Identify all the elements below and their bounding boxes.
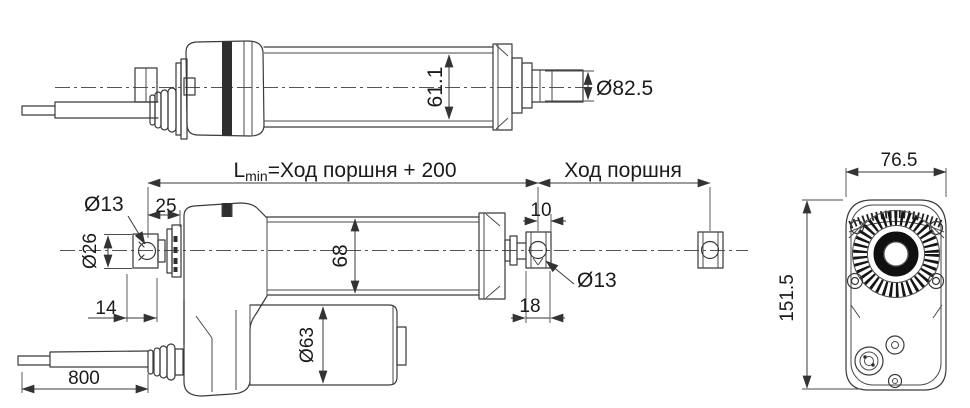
dim-front-pin-to-face-10: 10 — [523, 200, 566, 233]
dim-rear-pin-hole: Ø13 — [84, 193, 146, 245]
front-clevis-width-label: 18 — [519, 296, 540, 317]
top-view-cable-gland — [149, 58, 196, 140]
dim-tube-diameter-68: 68 — [329, 218, 360, 294]
front-view-mounting-plates — [166, 224, 182, 278]
dim-body-width: 76.5 — [845, 150, 947, 197]
front-view-rear-clevis — [132, 233, 166, 269]
dim-motor-diameter: Ø63 — [297, 306, 328, 384]
housing-black-band — [222, 41, 232, 136]
top-view-end-cap — [492, 43, 533, 131]
body-height-label: 151.5 — [777, 274, 798, 322]
front-view-gear-housing — [183, 202, 268, 397]
extended-pin-hole — [700, 240, 720, 260]
rear-offset-label: 25 — [155, 196, 176, 217]
piston-stroke-label: Ход поршня — [564, 159, 682, 182]
dim-front-pin-hole: Ø13 — [545, 260, 617, 292]
front-pin-hole-label: Ø13 — [577, 269, 617, 292]
side-view: 76.5 151.5 — [777, 150, 947, 391]
dim-rear-pin-to-face-14: 14 — [88, 274, 158, 323]
front-view-motor — [249, 304, 407, 386]
side-view-corner-ears — [848, 219, 945, 239]
body-width-label: 76.5 — [881, 150, 918, 171]
top-view: 61.1 Ø82.5 — [21, 40, 653, 140]
bearing-ring — [873, 231, 919, 277]
rear-pin-to-face-label: 14 — [95, 298, 117, 319]
front-view-cable — [17, 350, 149, 368]
dim-body-height: 151.5 — [777, 199, 862, 390]
dim-front-clevis-width-18: 18 — [511, 271, 565, 323]
dim-tube-inner-diameter: 61.1 — [424, 54, 454, 120]
knurled-ring — [853, 211, 939, 297]
min-length-label: Lmin=Ход поршня + 200 — [233, 159, 456, 184]
cable-length-label: 800 — [68, 368, 100, 389]
dim-rear-clevis-diameter: Ø26 — [80, 233, 132, 269]
top-view-tube — [263, 46, 494, 128]
dim-cable-length-800: 800 — [21, 368, 149, 394]
motor-diameter-label: Ø63 — [297, 327, 318, 363]
front-view-tube — [266, 216, 480, 296]
front-view-extended-clevis — [697, 231, 724, 269]
tube-inner-diameter-label: 61.1 — [424, 67, 447, 108]
side-view-spline-hub — [852, 210, 940, 298]
side-view-screws — [846, 272, 945, 290]
dim-rear-offset-25: 25 — [147, 196, 181, 227]
dim-piston-stroke: Ход поршня — [537, 159, 711, 231]
top-view-gear-housing — [185, 40, 265, 137]
rear-pin-hole-label: Ø13 — [84, 193, 124, 216]
dim-min-length: Lmin=Ход поршня + 200 — [147, 159, 539, 238]
side-view-bottom-features — [854, 335, 905, 389]
top-view-cable — [21, 101, 159, 119]
front-view-end-cap — [478, 212, 527, 300]
rod-end-diameter-label: Ø82.5 — [596, 77, 653, 100]
front-view-cable-gland — [147, 343, 184, 381]
front-view: Lmin=Ход поршня + 200 Ход поршня 25 Ø13 … — [17, 159, 748, 397]
top-view-rod — [531, 69, 584, 103]
rear-pin-hole — [137, 241, 157, 261]
rear-clevis-diameter-label: Ø26 — [80, 233, 101, 269]
front-pin-hole — [528, 240, 548, 260]
front-pin-to-face-label: 10 — [530, 200, 551, 221]
top-view-connector — [134, 67, 158, 103]
tube-diameter-label: 68 — [329, 244, 352, 267]
dim-rod-end-diameter: Ø82.5 — [545, 70, 653, 102]
